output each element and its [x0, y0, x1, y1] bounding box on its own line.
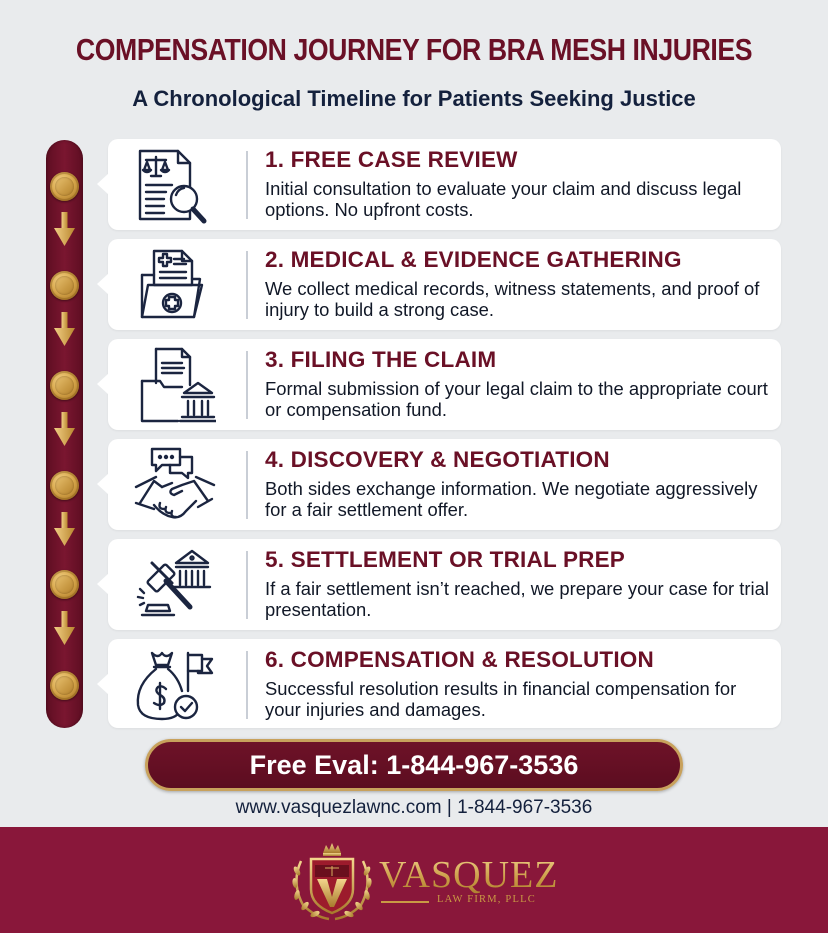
card-divider: [246, 451, 248, 519]
card-divider: [246, 351, 248, 419]
arrow-down-icon: [54, 212, 75, 246]
step-description: Formal submission of your legal claim to…: [265, 378, 768, 420]
gavel-courthouse-icon: [136, 549, 212, 617]
cta-label: Free Eval: 1-844-967-3536: [249, 749, 579, 780]
document-scales-magnifier-icon: [138, 149, 207, 224]
timeline-step-2: 2. MEDICAL & EVIDENCE GATHERING We colle…: [97, 239, 781, 330]
page-subtitle: A Chronological Timeline for Patients Se…: [132, 86, 696, 111]
footer-band: VASQUEZ LAW FIRM, PLLC: [0, 827, 828, 933]
step-description: Initial consultation to evaluate your cl…: [265, 178, 742, 220]
step-title: 1. FREE CASE REVIEW: [265, 147, 518, 172]
timeline-rail: [46, 140, 83, 728]
timeline-step-1: 1. FREE CASE REVIEW Initial consultation…: [97, 139, 781, 230]
card-divider: [246, 651, 248, 719]
timeline-node-6: [50, 671, 79, 700]
crest-laurel-icon: [292, 843, 372, 921]
timeline-step-6: 6. COMPENSATION & RESOLUTION Successful …: [97, 639, 781, 728]
timeline-node-4: [50, 471, 79, 500]
folder-courthouse-icon: [140, 347, 216, 423]
medical-folder-icon: [140, 249, 204, 319]
step-title: 2. MEDICAL & EVIDENCE GATHERING: [265, 247, 682, 272]
timeline-step-5: 5. SETTLEMENT OR TRIAL PREP If a fair se…: [97, 539, 781, 630]
brand-rule: [381, 901, 429, 903]
timeline-node-5: [50, 570, 79, 599]
contact-separator: |: [441, 797, 458, 818]
timeline-step-4: 4. DISCOVERY & NEGOTIATION Both sides ex…: [97, 439, 781, 530]
step-title: 5. SETTLEMENT OR TRIAL PREP: [265, 547, 626, 572]
step-description: We collect medical records, witness stat…: [265, 278, 760, 320]
timeline-node-3: [50, 371, 79, 400]
step-title: 6. COMPENSATION & RESOLUTION: [265, 647, 654, 672]
timeline-step-3: 3. FILING THE CLAIM Formal submission of…: [97, 339, 781, 430]
arrow-down-icon: [54, 312, 75, 346]
free-eval-call-button[interactable]: Free Eval: 1-844-967-3536: [145, 739, 683, 791]
phone-link[interactable]: 1-844-967-3536: [457, 797, 593, 818]
step-description: If a fair settlement isn’t reached, we p…: [265, 578, 769, 620]
firm-logo[interactable]: VASQUEZ LAW FIRM, PLLC: [287, 839, 557, 927]
brand-subtitle: LAW FIRM, PLLC: [437, 894, 536, 905]
timeline-node-1: [50, 172, 79, 201]
arrow-down-icon: [54, 512, 75, 546]
step-title: 3. FILING THE CLAIM: [265, 347, 497, 372]
brand-name: VASQUEZ: [379, 854, 559, 896]
handshake-chat-icon: [134, 447, 216, 519]
page-title: COMPENSATION JOURNEY FOR BRA MESH INJURI…: [75, 32, 753, 67]
step-title: 4. DISCOVERY & NEGOTIATION: [265, 447, 610, 472]
money-bag-flag-check-icon: [136, 651, 214, 721]
contact-line: www.vasquezlawnc.com | 1-844-967-3536: [0, 797, 828, 819]
timeline-node-2: [50, 271, 79, 300]
arrow-down-icon: [54, 611, 75, 645]
step-description: Successful resolution results in financi…: [265, 678, 737, 720]
website-link[interactable]: www.vasquezlawnc.com: [235, 797, 442, 818]
card-divider: [246, 251, 248, 319]
card-divider: [246, 551, 248, 619]
step-description: Both sides exchange information. We nego…: [265, 478, 758, 520]
card-divider: [246, 151, 248, 219]
arrow-down-icon: [54, 412, 75, 446]
